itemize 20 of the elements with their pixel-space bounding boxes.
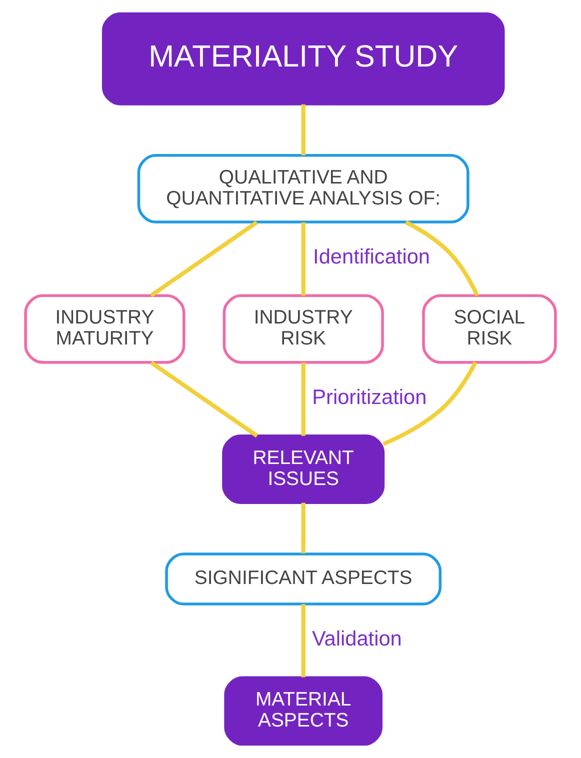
edge-label: Validation — [312, 628, 402, 651]
node-box: RELEVANT ISSUES — [222, 434, 385, 504]
connector — [301, 104, 306, 156]
connector — [301, 604, 306, 678]
edge-label: Identification — [313, 246, 430, 269]
connector — [301, 502, 306, 554]
connector — [301, 222, 306, 296]
connector — [150, 220, 258, 298]
connector — [301, 362, 306, 436]
node-box: SIGNIFICANT ASPECTS — [165, 552, 442, 606]
node-box: SOCIAL RISK — [422, 294, 557, 364]
connector — [404, 220, 480, 296]
connector — [382, 361, 478, 446]
edge-label: Prioritization — [312, 386, 427, 409]
node-box: MATERIAL ASPECTS — [224, 676, 383, 746]
node-box: QUALITATIVE AND QUANTITATIVE ANALYSIS OF: — [137, 154, 470, 224]
connector — [150, 360, 258, 438]
node-box: INDUSTRY MATURITY — [24, 294, 186, 364]
node-box: MATERIALITY STUDY — [102, 12, 505, 106]
node-box: INDUSTRY RISK — [222, 294, 384, 364]
